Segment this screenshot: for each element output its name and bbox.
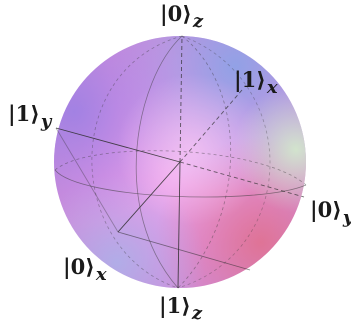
ket-y1-text: |1⟩: [8, 101, 40, 126]
ket-x1-label: |1⟩x: [234, 67, 278, 97]
ket-x0-text: |0⟩: [63, 254, 95, 279]
z-axis-upper: [179, 35, 183, 163]
ket-z1-label: |1⟩z: [159, 293, 202, 323]
chord-2: [55, 127, 119, 233]
ket-z0-subscript: z: [192, 11, 204, 32]
meridian-xz-front: [135, 35, 183, 289]
z-axis-lower: [177, 161, 181, 289]
meridian-xz-back: [177, 35, 232, 289]
ket-z0-label: |0⟩z: [160, 1, 203, 31]
axes: [55, 35, 305, 289]
x-axis-back: [179, 89, 243, 163]
ket-y1-subscript: y: [40, 111, 52, 132]
ket-y0-text: |0⟩: [310, 197, 342, 222]
sphere-body: [54, 36, 306, 288]
meridian-yz-back: [177, 35, 271, 289]
ket-x0-label: |0⟩x: [63, 254, 107, 284]
y-axis-right: [179, 161, 305, 198]
y-axis-left: [55, 127, 181, 163]
ket-x1-text: |1⟩: [234, 67, 266, 92]
meridian-yz-front: [91, 35, 183, 289]
equator-front: [54, 169, 307, 198]
ket-x0-subscript: x: [95, 264, 107, 285]
ket-x1-subscript: x: [266, 77, 278, 98]
ket-y0-label: |0⟩y: [310, 197, 351, 227]
ket-z1-text: |1⟩: [159, 293, 191, 318]
ket-y1-label: |1⟩y: [8, 101, 51, 131]
ket-z0-text: |0⟩: [160, 1, 192, 26]
ket-y0-subscript: y: [343, 207, 351, 228]
great-circle-lines: [54, 35, 307, 289]
x-axis-front: [117, 161, 181, 233]
chord-1: [117, 231, 251, 271]
ket-z1-subscript: z: [191, 303, 203, 324]
